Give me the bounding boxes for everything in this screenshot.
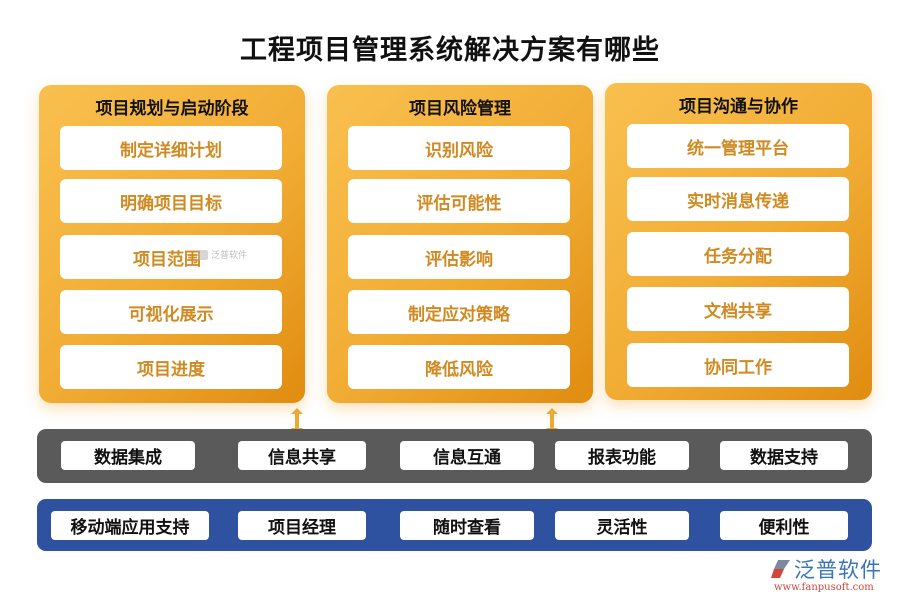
panel-item: 制定详细计划 — [60, 126, 282, 170]
watermark-text: 泛普软件 — [211, 251, 248, 261]
feature-chip: 随时查看 — [400, 511, 534, 540]
panel-item: 降低风险 — [348, 345, 570, 389]
feature-chip: 数据集成 — [61, 441, 195, 470]
feature-chip: 便利性 — [720, 511, 848, 540]
panel-item: 实时消息传递 — [627, 177, 849, 221]
panel-item: 文档共享 — [627, 287, 849, 331]
brand-logo: 泛普软件 www.fanpusoft.com — [770, 554, 895, 596]
panel-item: 协同工作 — [627, 343, 849, 387]
feature-chip: 灵活性 — [555, 511, 689, 540]
feature-chip: 项目经理 — [238, 511, 366, 540]
mobile-features-band: 移动端应用支持 项目经理 随时查看 灵活性 便利性 — [37, 499, 872, 551]
panel-planning-startup: 项目规划与启动阶段 制定详细计划 明确项目目标 项目范围 可视化展示 项目进度 — [39, 85, 305, 403]
panel-item: 评估影响 — [348, 235, 570, 279]
panel-risk-management: 项目风险管理 识别风险 评估可能性 评估影响 制定应对策略 降低风险 — [327, 85, 593, 403]
panel-item: 可视化展示 — [60, 290, 282, 334]
page-title: 工程项目管理系统解决方案有哪些 — [240, 35, 660, 66]
panel-title: 项目风险管理 — [409, 99, 511, 119]
panel-communication-collaboration: 项目沟通与协作 统一管理平台 实时消息传递 任务分配 文档共享 协同工作 — [605, 83, 872, 400]
watermark-logo-icon — [198, 249, 208, 260]
panel-title: 项目沟通与协作 — [679, 97, 798, 117]
feature-chip: 信息共享 — [238, 441, 366, 470]
double-arrow-icon — [546, 408, 558, 434]
logo-name: 泛普软件 — [794, 558, 882, 582]
panel-item: 识别风险 — [348, 126, 570, 170]
feature-chip: 移动端应用支持 — [51, 511, 209, 540]
data-features-band: 数据集成 信息共享 信息互通 报表功能 数据支持 — [37, 429, 872, 483]
panel-item: 项目范围 — [60, 235, 282, 279]
panel-item: 任务分配 — [627, 232, 849, 276]
panel-title: 项目规划与启动阶段 — [95, 99, 249, 119]
feature-chip: 数据支持 — [720, 441, 848, 470]
panel-item: 评估可能性 — [348, 179, 570, 223]
panel-item: 明确项目目标 — [60, 179, 282, 223]
logo-url: www.fanpusoft.com — [774, 582, 874, 593]
feature-chip: 信息互通 — [400, 441, 534, 470]
watermark: 泛普软件 — [198, 248, 247, 261]
panel-item: 统一管理平台 — [627, 124, 849, 168]
fanpu-logo-icon — [771, 560, 790, 578]
panel-item: 制定应对策略 — [348, 290, 570, 334]
feature-chip: 报表功能 — [555, 441, 689, 470]
panel-item: 项目进度 — [60, 345, 282, 389]
double-arrow-icon — [291, 408, 303, 434]
